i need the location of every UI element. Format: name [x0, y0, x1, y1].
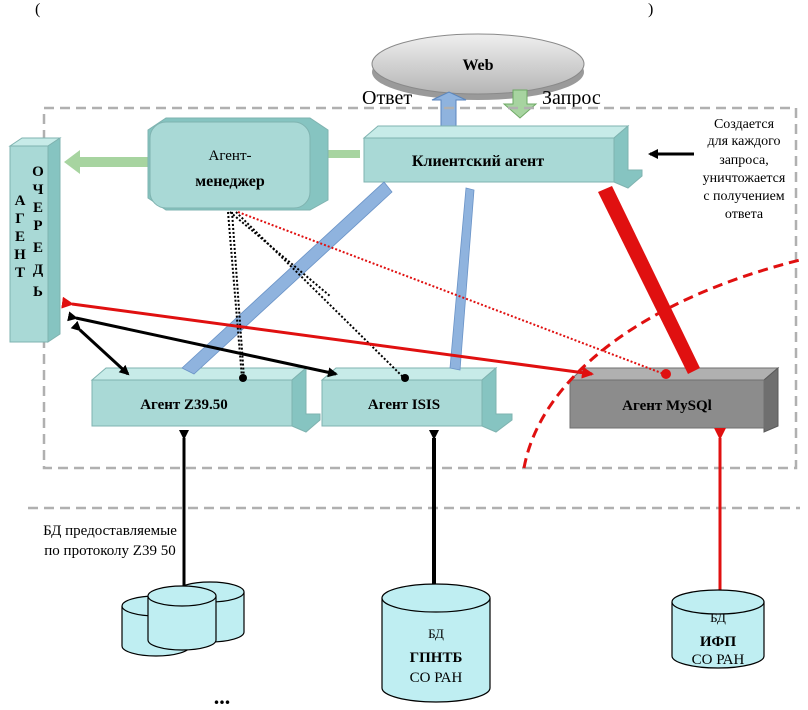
gpntb-db-line1: БД [428, 626, 444, 641]
queue-letter: Г [15, 211, 25, 227]
queue-letter: О [32, 164, 44, 180]
queue-letter: Ь [33, 284, 43, 300]
gpntb-db-line3: СО РАН [410, 670, 463, 686]
queue-letter: Ч [32, 182, 43, 198]
client-agent-label: Клиентский агент [412, 153, 544, 170]
gpntb-db-cylinder: БД ГПНТБ СО РАН [381, 583, 491, 703]
queue-letter: Н [14, 247, 26, 263]
queue-letter: Т [15, 265, 25, 281]
queue-letter: Е [33, 240, 43, 256]
agent-manager-line1: Агент- [208, 148, 251, 164]
link-dot [661, 369, 671, 379]
manager-to-queue-arrow [64, 150, 148, 174]
gpntb-db-line2: ГПНТБ [410, 650, 463, 666]
agent-mysql-box: Агент MySQl [568, 366, 780, 433]
note-line: уничтожается [703, 171, 786, 186]
blue-arrows [181, 181, 475, 375]
web-node: Web [371, 33, 585, 100]
manager-links [227, 211, 405, 379]
agent-z3950-box: Агент Z39.50 [90, 366, 321, 433]
agent-mysql-label: Агент MySQl [622, 398, 712, 414]
request-arrow [502, 89, 538, 119]
ifp-db-line2: ИФП [700, 634, 737, 650]
z3950-db-cylinders [121, 581, 245, 657]
mysql-to-client-arrow [598, 186, 700, 374]
agent-isis-label: Агент ISIS [368, 397, 440, 413]
request-label: Запрос [542, 87, 601, 109]
ifp-db-cylinder: БД ИФП СО РАН [671, 589, 765, 669]
note-line: для каждого [707, 134, 780, 149]
mysql-boundary-arc [522, 258, 801, 469]
client-agent-note: Создается для каждого запроса, уничтожае… [703, 117, 786, 222]
queue-letter: А [15, 193, 26, 209]
queue-z3950-arrow [70, 320, 130, 376]
agent-manager-line2: менеджер [195, 173, 265, 190]
agent-queue: А Г Е Н Т О Ч Е Р Е Д Ь [8, 137, 62, 343]
agent-isis-box: Агент ISIS [320, 366, 513, 433]
top-caption-fragment-end: ) [648, 1, 653, 18]
queue-mysql-arrow [61, 296, 594, 379]
system-boundary [42, 106, 798, 470]
ifp-db-line1: БД [710, 610, 726, 625]
note-line: Создается [714, 117, 775, 132]
queue-letter: Д [33, 262, 44, 278]
manager-to-mysql-dotted [237, 211, 665, 375]
response-label: Ответ [362, 87, 412, 109]
queue-letter: Е [33, 200, 43, 216]
z3950-db-caption-2: по протоколу Z39 50 [44, 543, 175, 559]
note-line: с получением [703, 189, 784, 204]
queue-letter: Е [15, 229, 25, 245]
link-dot [239, 374, 247, 382]
ifp-db-line3: СО РАН [692, 652, 745, 668]
agent-z3950-label: Агент Z39.50 [140, 397, 228, 413]
web-label: Web [462, 57, 493, 74]
agent-manager-box: Агент- менеджер [147, 117, 329, 211]
manager-dotted-extra [229, 211, 331, 297]
z3950-db-ellipsis: ... [214, 684, 231, 709]
client-agent-box: Клиентский агент [362, 124, 643, 189]
top-caption-fragment: ( [35, 1, 40, 18]
queue-letter: Р [33, 218, 42, 234]
z3950-db-caption-1: БД предоставляемые [43, 523, 177, 539]
queue-isis-arrow [67, 311, 338, 378]
note-line: запроса, [719, 153, 769, 168]
link-dot [401, 374, 409, 382]
note-line: ответа [725, 207, 764, 222]
